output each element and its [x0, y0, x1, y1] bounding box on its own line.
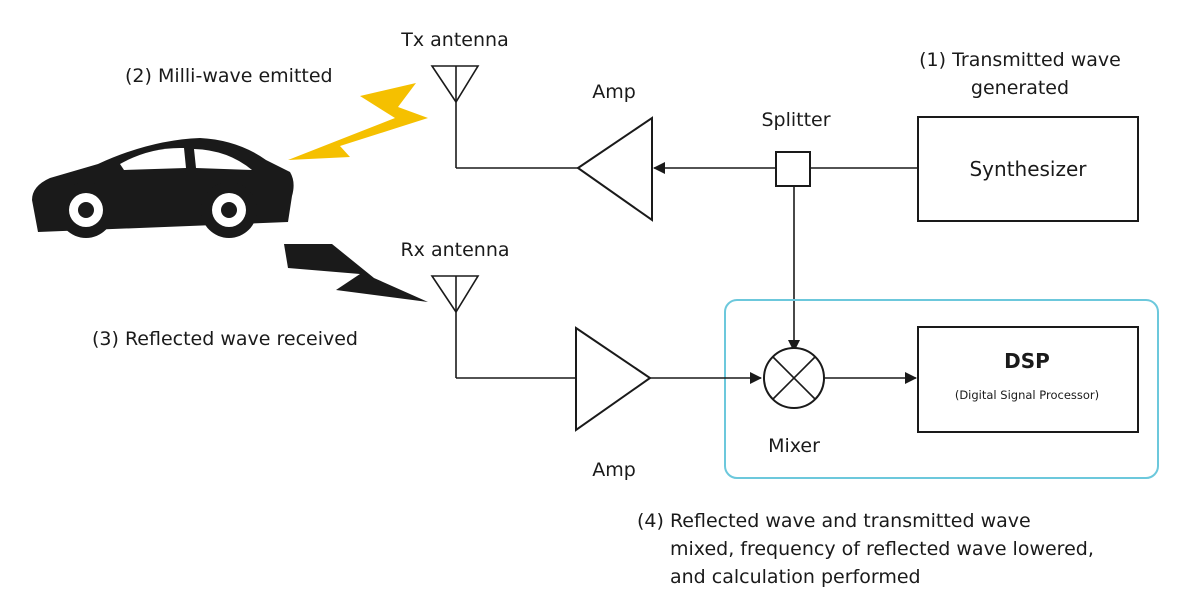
step4-line3: and calculation performed — [670, 566, 921, 588]
step4-line2: mixed, frequency of reflected wave lower… — [670, 538, 1094, 560]
splitter-label: Splitter — [761, 109, 830, 131]
mixer-dsp-highlight-box — [724, 299, 1159, 479]
amp-bottom-label: Amp — [592, 459, 636, 481]
amp-top-label: Amp — [592, 81, 636, 103]
synthesizer-label: Synthesizer — [969, 157, 1087, 181]
tx-amplifier — [576, 116, 653, 222]
step1-line2: generated — [971, 77, 1069, 99]
rx-amplifier — [575, 326, 652, 432]
car-icon — [32, 138, 294, 238]
rx-antenna-label: Rx antenna — [400, 239, 509, 261]
step4-line1: (4) Reflected wave and transmitted wave — [637, 510, 1031, 532]
step1-line1: (1) Transmitted wave — [919, 49, 1121, 71]
synthesizer-block — [917, 116, 1139, 222]
emitted-wave-bolt-icon — [288, 83, 428, 160]
dsp-subtitle: (Digital Signal Processor) — [955, 388, 1099, 402]
tx-antenna-icon — [430, 65, 480, 168]
mixer-label: Mixer — [768, 435, 820, 457]
step3-label: (3) Reflected wave received — [92, 328, 358, 350]
rx-antenna-icon — [430, 275, 480, 378]
mixer-icon — [763, 347, 825, 409]
tx-antenna-label: Tx antenna — [400, 29, 508, 51]
splitter-block — [775, 151, 811, 187]
dsp-title: DSP — [1004, 349, 1050, 373]
dsp-block — [917, 326, 1139, 433]
step2-label: (2) Milli-wave emitted — [125, 65, 333, 87]
reflected-wave-bolt-icon — [284, 244, 428, 302]
